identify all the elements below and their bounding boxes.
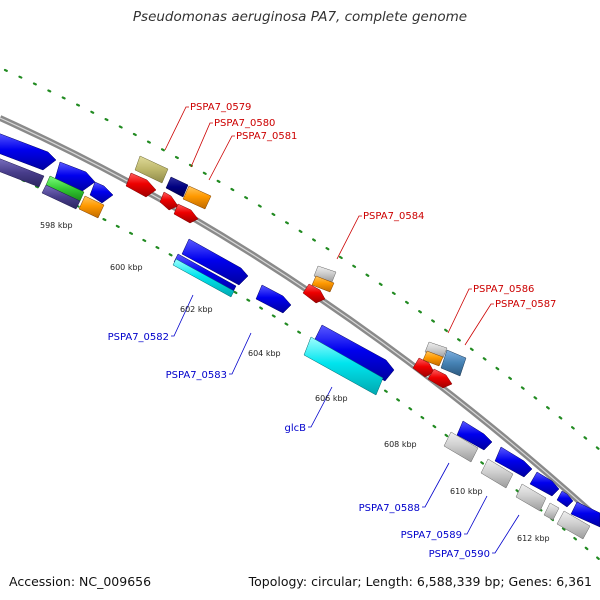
tick-label-608: 608 kbp — [384, 440, 417, 449]
topology-text: Topology: circular; Length: 6,588,339 bp… — [248, 574, 592, 589]
gene-feature — [412, 357, 435, 378]
gene-feature — [303, 336, 384, 396]
gene-feature — [556, 490, 574, 508]
map-title: Pseudomonas aeruginosa PA7, complete gen… — [132, 9, 468, 25]
gene-feature — [173, 203, 199, 224]
gene-feature — [172, 258, 235, 298]
tick-label-600: 600 kbp — [110, 263, 143, 272]
gene-feature — [134, 155, 169, 184]
gene-label-pspa7-0588[interactable]: PSPA7_0588 — [359, 503, 420, 514]
gene-label-pspa7-0579[interactable]: PSPA7_0579 — [190, 102, 251, 113]
gene-feature — [54, 161, 96, 193]
gene-label-pspa7-0584[interactable]: PSPA7_0584 — [363, 211, 424, 222]
tick-label-610: 610 kbp — [450, 487, 483, 496]
gene-feature — [422, 350, 444, 367]
gene-feature — [0, 133, 57, 171]
gene-feature — [494, 446, 533, 478]
tick-label-612: 612 kbp — [517, 534, 550, 543]
gene-label-pspa7-0587[interactable]: PSPA7_0587 — [495, 299, 556, 310]
gene-feature — [89, 181, 114, 204]
gene-label-pspa7-0586[interactable]: PSPA7_0586 — [473, 284, 534, 295]
gene-feature — [125, 172, 157, 198]
genome-backbone-highlight — [0, 117, 600, 521]
tick-label-606: 606 kbp — [315, 394, 348, 403]
gene-label-glcb[interactable]: glcB — [285, 423, 307, 434]
inner-features — [0, 158, 600, 540]
outer-features — [0, 133, 467, 389]
gene-feature — [255, 284, 292, 314]
gene-feature — [78, 195, 105, 219]
accession-text: Accession: NC_009656 — [9, 574, 152, 589]
gene-feature — [159, 191, 179, 211]
gene-label-pspa7-0590[interactable]: PSPA7_0590 — [429, 549, 490, 560]
gene-feature — [556, 510, 591, 540]
gene-feature — [456, 420, 493, 451]
gene-feature — [543, 502, 560, 521]
outer-tick-ring — [3, 68, 600, 452]
gene-feature — [440, 349, 467, 377]
gene-label-pspa7-0583[interactable]: PSPA7_0583 — [166, 370, 227, 381]
gene-feature — [529, 471, 560, 497]
gene-feature — [570, 501, 600, 528]
gene-feature — [165, 176, 189, 198]
gene-feature — [480, 458, 514, 489]
leader-lines-outer — [164, 106, 494, 346]
gene-feature — [313, 324, 395, 382]
gene-label-pspa7-0582[interactable]: PSPA7_0582 — [108, 332, 169, 343]
gene-feature — [181, 238, 249, 286]
gene-feature — [443, 431, 479, 463]
tick-label-602: 602 kbp — [180, 305, 213, 314]
gene-label-pspa7-0589[interactable]: PSPA7_0589 — [401, 530, 462, 541]
tick-label-598: 598 kbp — [40, 221, 73, 230]
gene-feature — [302, 283, 326, 304]
inner-tick-ring — [0, 168, 600, 562]
gene-feature — [515, 483, 547, 512]
gene-feature — [0, 158, 45, 188]
gene-label-pspa7-0580[interactable]: PSPA7_0580 — [214, 118, 275, 129]
gene-feature — [427, 368, 453, 389]
gene-feature — [41, 184, 81, 210]
tick-label-604: 604 kbp — [248, 349, 281, 358]
gene-feature — [424, 341, 448, 359]
gene-label-pspa7-0581[interactable]: PSPA7_0581 — [236, 131, 297, 142]
gene-feature — [182, 185, 212, 210]
gene-feature — [311, 275, 335, 293]
leader-lines-inner — [171, 294, 520, 554]
